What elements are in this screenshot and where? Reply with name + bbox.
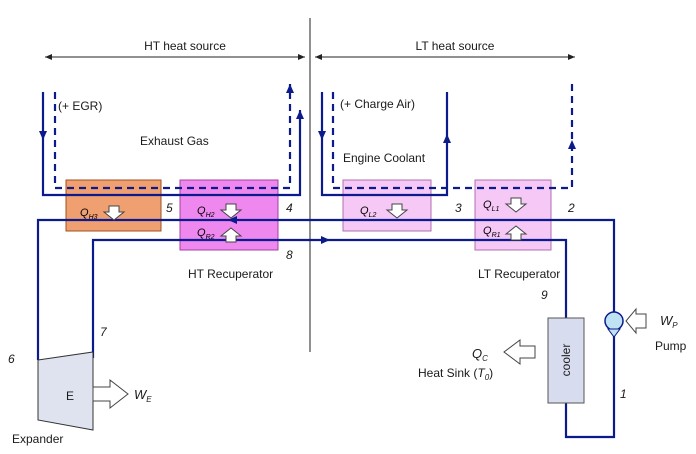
state-point-9: 9 [541, 288, 548, 302]
state-point-3: 3 [455, 201, 462, 215]
egr-stream [53, 84, 292, 190]
expander-symbol [37, 351, 94, 431]
cooler-label: cooler [559, 344, 573, 377]
working-fluid-high-pressure [36, 218, 616, 360]
state-point-8: 8 [286, 248, 293, 262]
qr2-arrow [219, 227, 243, 243]
pump-label: Pump [655, 339, 687, 353]
cooler-box [547, 317, 585, 404]
qh3-label: QH3 [80, 207, 98, 221]
qr1-label: QR1 [483, 225, 501, 239]
heat-sink-label: Heat Sink (T0) [418, 366, 493, 382]
engine-coolant-stream [320, 92, 449, 197]
expander-letter: E [66, 389, 74, 403]
exhaust-gas-label: Exhaust Gas [140, 134, 209, 148]
ql2-label: QL2 [360, 205, 376, 219]
lt-heat-source-label: LT heat source [416, 39, 495, 53]
expander-work-arrow [92, 378, 129, 410]
charge-air-stream [331, 84, 574, 190]
expander-label: Expander [12, 432, 63, 446]
charge-air-label: (+ Charge Air) [340, 97, 415, 111]
wp-label: WP [660, 313, 678, 330]
pump-symbol [604, 311, 624, 338]
qc-label: QC [472, 346, 488, 363]
state-point-4: 4 [286, 201, 293, 215]
state-point-1: 1 [620, 387, 627, 401]
ht-source-range [45, 54, 305, 60]
exhaust-gas-stream [41, 92, 302, 197]
heat-sink-arrow [503, 339, 536, 365]
qh2-label: QH2 [197, 205, 215, 219]
ql1-label: QL1 [483, 199, 499, 213]
lt-recuperator-label: LT Recuperator [478, 267, 560, 281]
ql1-arrow [504, 197, 528, 213]
cooler-to-pump-line [564, 330, 616, 439]
egr-label: (+ EGR) [58, 99, 102, 113]
we-label: WE [134, 387, 152, 404]
qr2-label: QR2 [197, 227, 215, 241]
state-point-7: 7 [100, 325, 108, 339]
lt-source-range [315, 54, 575, 60]
state-point-5: 5 [166, 201, 173, 215]
ht-heat-source-label: HT heat source [144, 39, 226, 53]
engine-coolant-label: Engine Coolant [343, 151, 426, 165]
qh3-arrow [102, 205, 126, 221]
ql2-arrow [385, 203, 409, 219]
state-point-6: 6 [8, 352, 15, 366]
working-fluid-low-pressure [91, 238, 568, 358]
state-point-2: 2 [567, 201, 575, 215]
qr1-arrow [504, 225, 528, 241]
pump-work-arrow [625, 307, 647, 335]
ht-recuperator-label: HT Recuperator [188, 267, 273, 281]
qh2-arrow [219, 203, 243, 219]
